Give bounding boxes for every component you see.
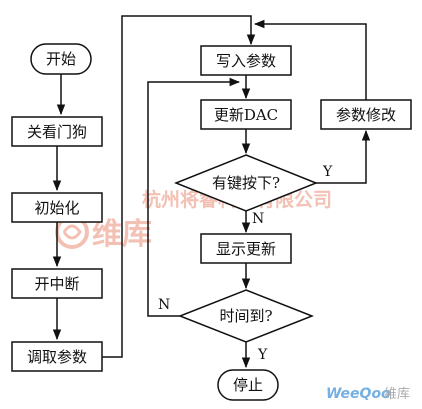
- show-update-label: 显示更新: [216, 240, 276, 258]
- edge-key-yes-to-modify: [316, 129, 371, 184]
- key-yes-label: Y: [322, 164, 333, 180]
- edge-time-no-to-dac: [147, 77, 241, 317]
- time-yes-label: Y: [257, 347, 268, 363]
- update-dac-label: 更新DAC: [214, 106, 278, 124]
- initialize-label: 初始化: [34, 199, 79, 217]
- key-pressed-label: 有键按下?: [212, 174, 280, 192]
- watermark-logo-swirl-icon: [62, 224, 82, 240]
- stop-terminal: [217, 369, 279, 401]
- enable-interrupt-box: [11, 268, 103, 299]
- write-params-label: 写入参数: [216, 52, 276, 70]
- time-up-label: 时间到?: [219, 307, 272, 325]
- load-params-label: 调取参数: [27, 348, 87, 366]
- initialize-box: [11, 192, 103, 223]
- time-no-label: N: [158, 297, 170, 313]
- footer-brand-text: WeeQoo: [326, 386, 391, 402]
- modify-params-label: 参数修改: [336, 106, 396, 124]
- update-dac-box: [200, 99, 292, 130]
- footer-watermark: WeeQoo 维库: [326, 386, 410, 402]
- stop-label: 停止: [233, 376, 263, 394]
- start-label: 开始: [46, 50, 76, 68]
- key-no-label: N: [252, 211, 264, 227]
- enable-interrupt-label: 开中断: [34, 275, 79, 293]
- feed-watchdog-box: [11, 116, 103, 147]
- footer-cn-text: 维库: [384, 386, 410, 402]
- edge-modify-to-write: [253, 19, 367, 100]
- show-update-box: [200, 233, 292, 264]
- edge-load-to-write: [102, 15, 256, 358]
- feed-watchdog-label: 关看门狗: [27, 123, 87, 141]
